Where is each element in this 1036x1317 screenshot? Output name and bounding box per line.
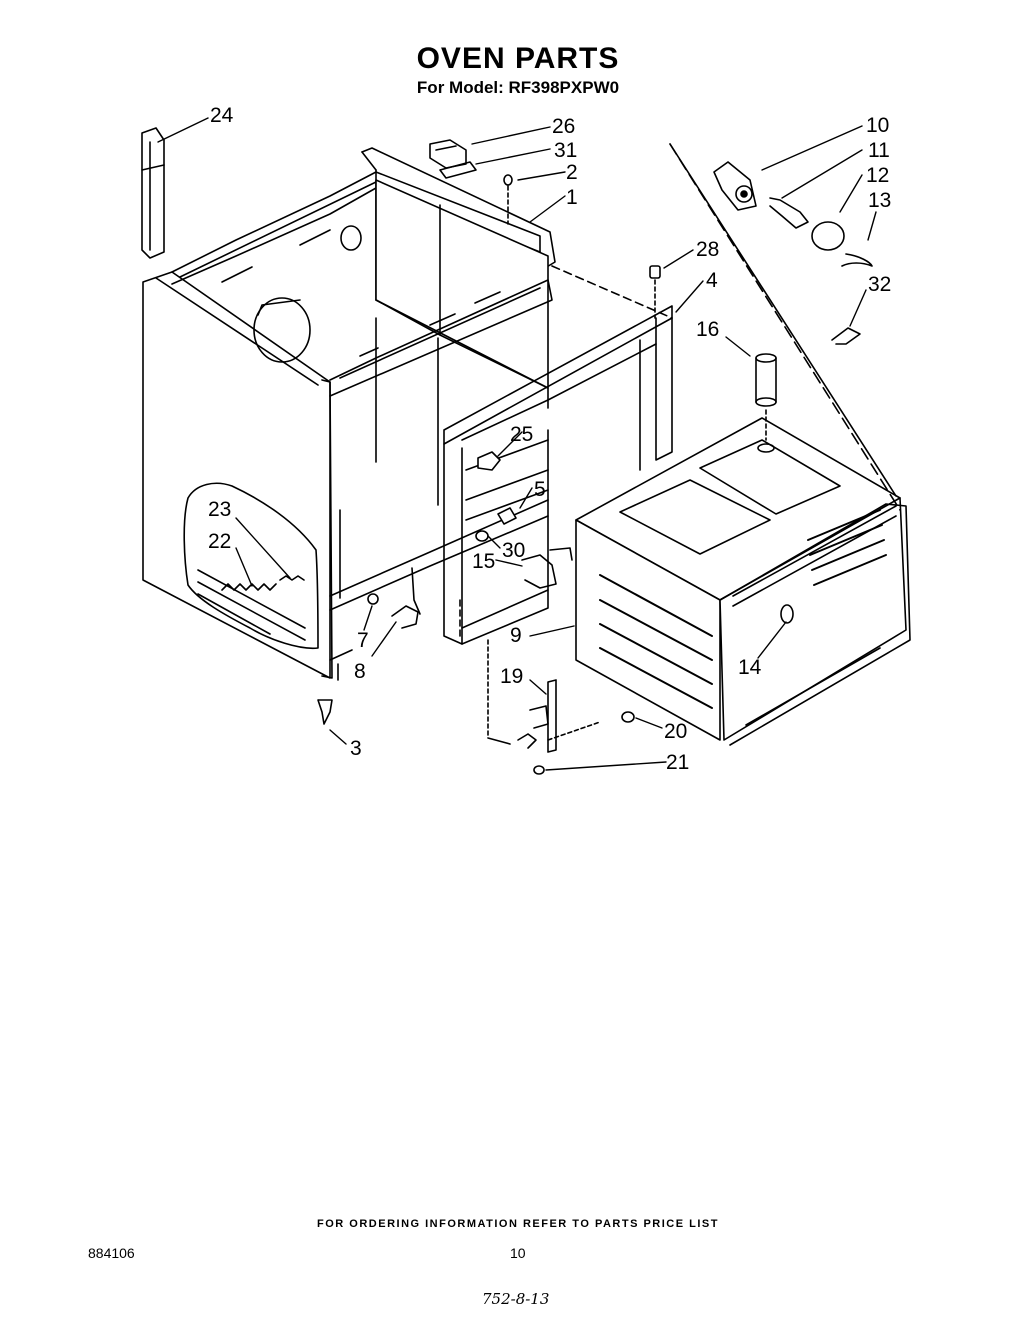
callout-11: 11 <box>868 139 890 162</box>
callout-10: 10 <box>866 114 889 137</box>
callout-13: 13 <box>868 189 891 212</box>
callout-24: 24 <box>210 104 234 127</box>
callout-12: 12 <box>866 164 889 187</box>
callout-19: 19 <box>500 665 523 688</box>
callout-22: 22 <box>208 530 231 553</box>
callout-labels: 24 26 31 2 1 10 11 12 13 28 4 32 16 25 5… <box>208 104 891 774</box>
callout-9: 9 <box>510 624 522 647</box>
callout-15: 15 <box>472 550 495 573</box>
callout-26: 26 <box>552 115 575 138</box>
document-number: 884106 <box>88 1245 135 1261</box>
leader-arrows <box>157 117 877 771</box>
callout-21: 21 <box>666 751 689 774</box>
part-4-front-frame <box>443 305 673 645</box>
callout-30: 30 <box>502 539 525 562</box>
callout-31: 31 <box>554 139 577 162</box>
part-16-vent-tube <box>755 353 777 441</box>
callout-23: 23 <box>208 498 231 521</box>
callout-20: 20 <box>664 720 687 743</box>
callout-4: 4 <box>706 269 718 292</box>
small-parts <box>317 139 861 775</box>
part-24-trim-strip <box>141 127 165 259</box>
model-subtitle: For Model: RF398PXPW0 <box>416 78 620 97</box>
callout-5: 5 <box>534 478 546 501</box>
insulation-cutaway <box>183 482 319 650</box>
callout-25: 25 <box>510 423 533 446</box>
ordering-note: FOR ORDERING INFORMATION REFER TO PARTS … <box>317 1218 719 1230</box>
callout-1: 1 <box>566 186 578 209</box>
callout-3: 3 <box>350 737 362 760</box>
callout-16: 16 <box>696 318 719 341</box>
part-9-oven-liner <box>575 417 911 746</box>
oven-light-assembly <box>669 143 901 511</box>
callout-8: 8 <box>354 660 366 683</box>
callout-28: 28 <box>696 238 719 261</box>
page-title: OVEN PARTS <box>416 42 620 75</box>
callout-2: 2 <box>566 161 578 184</box>
handwritten-code: 752-8-13 <box>482 1290 550 1308</box>
callout-32: 32 <box>868 273 891 296</box>
page-number: 10 <box>510 1245 526 1261</box>
callout-14: 14 <box>738 656 762 679</box>
callout-7: 7 <box>357 629 369 652</box>
